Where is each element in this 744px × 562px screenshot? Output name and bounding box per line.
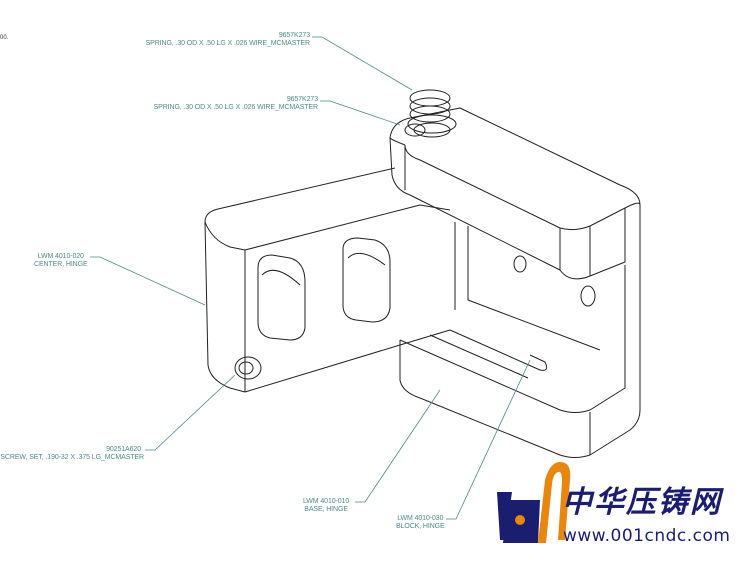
callout-set-screw: 90251A620 SCREW, SET, .190-32 X .375 LG_…: [0, 446, 144, 462]
callout-part-number: LWM 4010-010: [303, 498, 350, 505]
callout-spring-top: 9657K273 SPRING, .30 OD X .50 LG X .026 …: [145, 32, 311, 48]
callout-part-number: 9657K273: [286, 96, 318, 103]
watermark-name: 中华压铸网: [562, 485, 722, 520]
callout-part-number: 9657K273: [278, 32, 310, 39]
callout-center-hinge: LWM 4010-020 CENTER, HINGE: [34, 253, 88, 269]
callout-base-hinge: LWM 4010-010 BASE, HINGE: [303, 498, 349, 514]
callout-description: BASE, HINGE: [304, 506, 348, 513]
corner-text: 00.: [0, 35, 9, 41]
callout-part-number: 90251A620: [106, 446, 141, 453]
callout-spring-lower: 9657K273 SPRING, .30 OD X .50 LG X .026 …: [153, 96, 319, 112]
callout-part-number: LWM 4010-030: [397, 515, 444, 522]
block-hinge-part: [389, 107, 641, 280]
base-hinge-part: [399, 205, 641, 458]
callout-description: SPRING, .30 OD X .50 LG X .026 WIRE_MCMA…: [153, 104, 319, 111]
callout-part-number: LWM 4010-020: [37, 253, 84, 260]
spring-parts: [404, 89, 457, 138]
callout-description: SCREW, SET, .190-32 X .375 LG_MCMASTER: [0, 454, 144, 461]
center-hinge-part: [204, 167, 451, 393]
callout-description: CENTER, HINGE: [34, 261, 88, 268]
watermark-url: www.001cndc.com: [563, 526, 731, 546]
callout-description: BLOCK, HINGE: [396, 523, 445, 530]
leader-lines: [90, 36, 531, 520]
callout-block-hinge: LWM 4010-030 BLOCK, HINGE: [396, 515, 445, 531]
callout-description: SPRING, .30 OD X .50 LG X .026 WIRE_MCMA…: [145, 40, 311, 47]
